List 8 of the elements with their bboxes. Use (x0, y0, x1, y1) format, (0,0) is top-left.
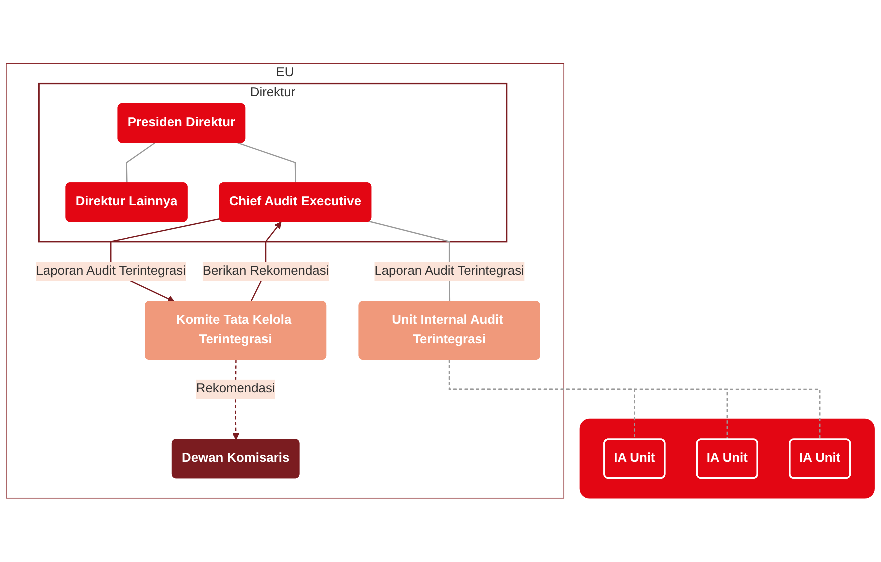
connector (238, 142, 296, 184)
connector (126, 142, 156, 184)
edge-label: Berikan Rekomendasi (202, 264, 330, 278)
edge-label: Rekomendasi (196, 382, 276, 396)
cluster (580, 418, 875, 499)
edge-label: Laporan Audit Terintegrasi (374, 264, 524, 278)
connector (448, 360, 821, 440)
edge-label: Laporan Audit Terintegrasi (36, 264, 186, 278)
